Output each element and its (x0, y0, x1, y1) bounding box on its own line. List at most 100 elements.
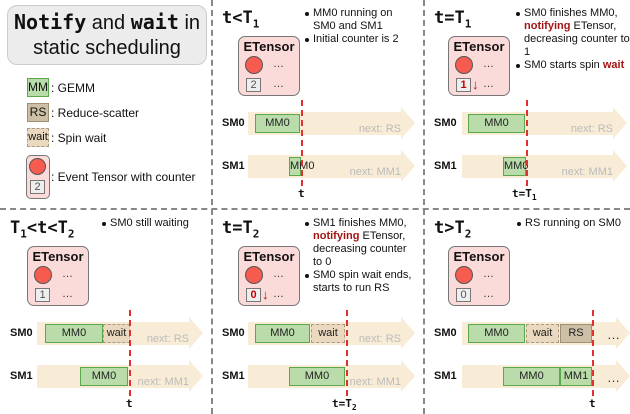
panel-4: t=T2 SM1 finishes MM0, notifying ETensor,… (212, 210, 418, 414)
sm-label: SM1 (222, 160, 245, 172)
panel-title: t=T2 (222, 218, 259, 240)
ellipsis: … (273, 268, 284, 280)
etensor-label: ETensor (243, 249, 295, 264)
panel-title: t=T1 (434, 8, 471, 30)
title-subscript: 2 (464, 227, 472, 241)
title-wait: wait (130, 10, 179, 34)
bullet-item: SM1 finishes MM0, notifying ETensor, dec… (305, 217, 418, 269)
title-subscript: 1 (20, 227, 27, 241)
time-marker-line (346, 310, 348, 396)
bullet-text: RS running on SM0 (525, 217, 621, 229)
legend-counter: 2 (30, 180, 45, 194)
sm-label: SM0 (434, 327, 457, 339)
time-marker-line (301, 100, 303, 186)
title-in: in (178, 12, 201, 34)
task-mm-bar: MM0 (503, 367, 560, 386)
arrow-head (401, 107, 415, 139)
etensor-label: ETensor (453, 249, 505, 264)
legend-wait-label: : Spin wait (51, 131, 107, 145)
etensor-counter: 0 (246, 288, 261, 302)
title-text: t>T (434, 218, 465, 238)
sm-label: SM1 (10, 370, 33, 382)
bullet-text: ETensor, decreasing counter to 0 (313, 230, 407, 268)
title-text: t=T (434, 8, 465, 28)
next-label: next: RS (570, 123, 613, 135)
arrow-head (616, 360, 630, 392)
bullet-text: Initial counter is 2 (313, 33, 399, 45)
task-wait-bar: wait (526, 324, 559, 343)
marker-subscript: 2 (351, 403, 357, 413)
bullet-list: SM1 finishes MM0, notifying ETensor, dec… (305, 217, 418, 295)
marker-text: t (126, 397, 133, 410)
task-mm-bar: MM0 (289, 367, 345, 386)
panel-divider (211, 0, 213, 414)
panel-divider (423, 0, 425, 414)
task-mm-bar: MM0 (468, 324, 525, 343)
bullet-text: SM0 spin wait ends, starts to run RS (313, 269, 412, 294)
task-mm-bar: MM1 (560, 367, 592, 386)
panel-title: t>T2 (434, 218, 471, 240)
marker-text: t=T (512, 187, 532, 200)
panel-title: T1<t<T2 (10, 218, 74, 240)
bullet-text: SM0 starts spin (524, 59, 603, 71)
title-subscript: 1 (464, 17, 472, 31)
time-marker-label: t (298, 187, 305, 200)
etensor-counter: 0 (456, 288, 471, 302)
etensor-label: ETensor (453, 39, 505, 54)
ellipsis: … (62, 268, 73, 280)
marker-subscript: 1 (531, 193, 537, 203)
etensor-label: ETensor (32, 249, 84, 264)
bullet-list: RS running on SM0 (517, 217, 630, 230)
bullet-text: SM1 finishes MM0, (313, 217, 407, 229)
down-arrow-icon: ↓ (472, 77, 479, 92)
event-dot-icon (34, 266, 52, 284)
arrow-head (401, 360, 415, 392)
time-marker-label: t (126, 397, 133, 410)
sm-label: SM0 (222, 117, 245, 129)
legend-rs-label: : Reduce-scatter (51, 106, 140, 120)
sm-label: SM1 (434, 370, 457, 382)
row-divider (0, 208, 630, 210)
next-label: next: MM1 (349, 376, 401, 388)
arrow-head (189, 317, 203, 349)
bullet-item: SM0 spin wait ends, starts to run RS (305, 269, 418, 295)
arrow-head (189, 360, 203, 392)
bullet-list: SM0 still waiting (102, 217, 206, 230)
event-dot-icon (245, 266, 263, 284)
next-label: next: RS (146, 333, 189, 345)
sm-label: SM1 (434, 160, 457, 172)
title-text: <t<T (26, 218, 68, 238)
marker-text: t (298, 187, 305, 200)
legend-event-label: : Event Tensor with counter (51, 170, 196, 184)
bullet-item: MM0 running on SM0 and SM1 (305, 7, 418, 33)
bullet-item: Initial counter is 2 (305, 33, 418, 46)
task-mm-bar: MM0 (45, 324, 103, 343)
event-dot-icon (455, 266, 473, 284)
time-marker-label: t=T2 (332, 397, 357, 412)
etensor-counter: 1 (35, 288, 50, 302)
event-dot-icon (245, 56, 263, 74)
bullet-item: SM0 still waiting (102, 217, 206, 230)
bullet-text: wait (602, 59, 625, 71)
bullet-item: SM0 finishes MM0, notifying ETensor, dec… (516, 7, 630, 59)
title-subscript: 2 (67, 227, 75, 241)
ellipsis: … (607, 370, 620, 385)
task-mm-bar: MM0 (503, 157, 528, 176)
task-rs-bar: RS (560, 324, 592, 343)
time-marker-line (526, 100, 528, 186)
ellipsis: … (273, 78, 284, 90)
arrow-head (613, 150, 627, 182)
time-marker-label: t=T1 (512, 187, 537, 202)
